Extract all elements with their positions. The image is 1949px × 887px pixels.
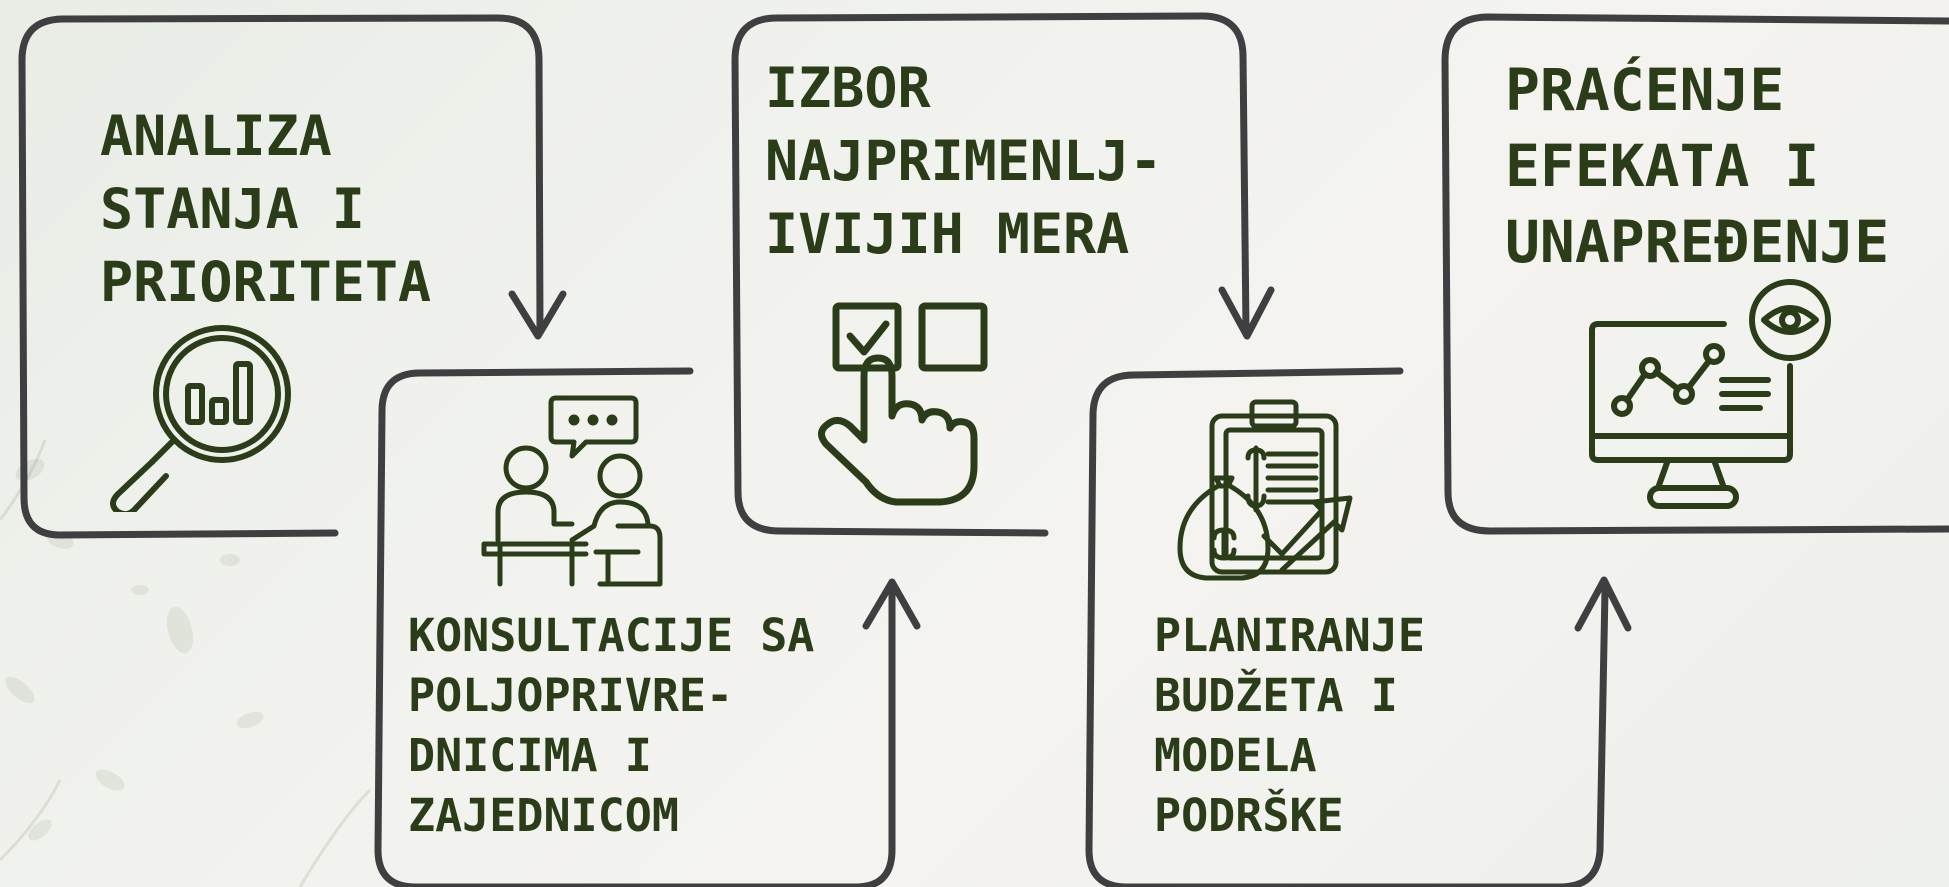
arrow-head-4 bbox=[1574, 576, 1632, 632]
magnifier-bar-chart-icon bbox=[110, 325, 291, 512]
step-4-title-line: PLANIRANJE bbox=[1154, 609, 1425, 662]
budget-planning-icon bbox=[1177, 399, 1353, 581]
step-3-title-line: IVIJIH MERA bbox=[765, 202, 1130, 266]
box-frame-2 bbox=[374, 367, 896, 887]
arrow-head-2 bbox=[862, 578, 921, 630]
step-4-title-line: PODRŠKE bbox=[1154, 789, 1344, 842]
step-3-title-line: NAJPRIMENLJ- bbox=[765, 129, 1163, 193]
arrow-head-3 bbox=[1218, 286, 1275, 340]
arrow-head-1 bbox=[508, 290, 567, 340]
box-frame-3 bbox=[731, 12, 1250, 537]
checklist-selection-icon bbox=[818, 302, 988, 506]
box-frame-5 bbox=[1441, 13, 1949, 535]
step-4-title-line: BUDŽETA I bbox=[1154, 669, 1398, 722]
step-2-title-line: ZAJEDNICOM bbox=[408, 789, 679, 842]
box-frame-1 bbox=[18, 14, 544, 539]
step-5-title-line: PRAĆENJE bbox=[1505, 56, 1785, 124]
consultation-meeting-icon bbox=[481, 395, 663, 587]
step-2-title-line: KONSULTACIJE SA bbox=[408, 609, 815, 662]
step-5-title: PRAĆENJE EFEKATA I UNAPREĐENJE bbox=[1505, 52, 1889, 280]
step-1-title: ANALIZA STANJA I PRIORITETA bbox=[100, 100, 431, 319]
monitoring-screen-icon bbox=[1589, 279, 1831, 509]
step-2-title-line: POLJOPRIVRE- bbox=[408, 669, 734, 722]
step-5-title-line: EFEKATA I bbox=[1505, 132, 1820, 200]
step-1-title-line: ANALIZA bbox=[100, 104, 332, 168]
step-4-title: PLANIRANJE BUDŽETA I MODELA PODRŠKE bbox=[1154, 606, 1425, 846]
step-5-title-line: UNAPREĐENJE bbox=[1505, 208, 1890, 276]
step-1-title-line: STANJA I bbox=[100, 177, 365, 241]
step-1-title-line: PRIORITETA bbox=[100, 250, 432, 314]
box-frame-4 bbox=[1085, 367, 1609, 887]
step-3-title-line: IZBOR bbox=[765, 56, 931, 120]
step-2-title-line: DNICIMA I bbox=[408, 729, 652, 782]
step-2-title: KONSULTACIJE SA POLJOPRIVRE- DNICIMA I Z… bbox=[408, 606, 814, 846]
step-4-title-line: MODELA bbox=[1154, 729, 1317, 782]
step-3-title: IZBOR NAJPRIMENLJ- IVIJIH MERA bbox=[765, 52, 1162, 271]
